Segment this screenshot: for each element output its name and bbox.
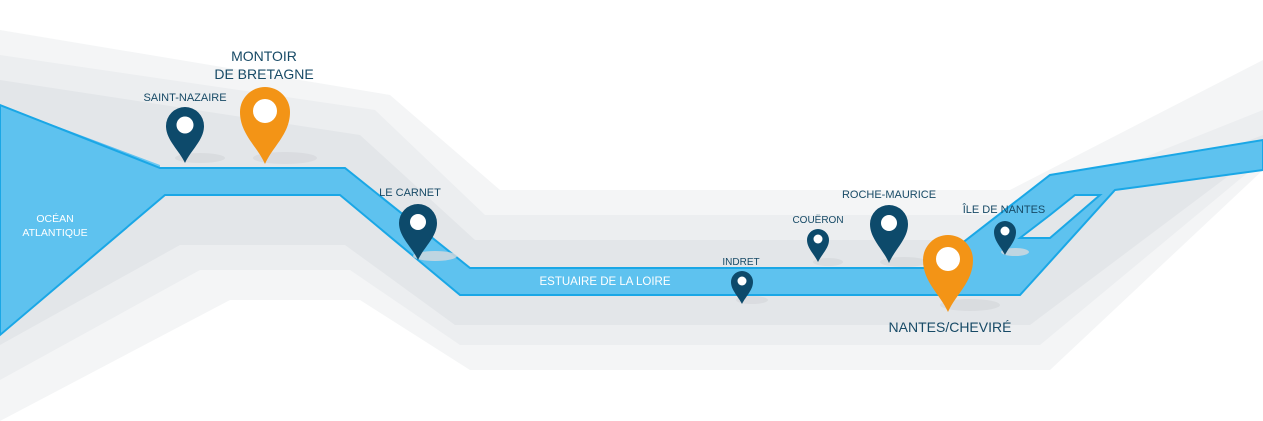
pin-indret[interactable]: [731, 271, 753, 304]
map-pin-icon: [731, 271, 753, 304]
pin-roche-maurice[interactable]: [870, 205, 908, 263]
ocean-label-line1: OCÉAN: [36, 212, 73, 225]
estuary-label: ESTUAIRE DE LA LOIRE: [539, 276, 670, 288]
map-pin-icon: [399, 204, 437, 260]
label-montoir-line1: MONTOIR: [231, 48, 297, 64]
pin-montoir[interactable]: [240, 87, 290, 164]
label-coueron: COUËRON: [792, 214, 843, 226]
ile-de-nantes-island: [1017, 194, 1103, 239]
label-indret: INDRET: [722, 257, 759, 268]
label-roche-maurice: ROCHE-MAURICE: [842, 189, 936, 201]
map-pin-icon: [240, 87, 290, 164]
pin-ile-de-nantes[interactable]: [994, 221, 1016, 255]
pin-coueron[interactable]: [807, 229, 829, 262]
map-pin-icon: [923, 235, 973, 312]
label-nantes-chevire: NANTES/CHEVIRÉ: [889, 319, 1012, 335]
label-saint-nazaire: SAINT-NAZAIRE: [143, 92, 226, 104]
ocean-label-line2: ATLANTIQUE: [22, 227, 87, 239]
pin-le-carnet[interactable]: [399, 204, 437, 260]
pin-saint-nazaire[interactable]: [166, 107, 204, 163]
map-pin-icon: [807, 229, 829, 262]
pin-nantes-chevire[interactable]: [923, 235, 973, 312]
map-pin-icon: [994, 221, 1016, 255]
label-ile-de-nantes: ÎLE DE NANTES: [962, 203, 1046, 216]
map-pin-icon: [870, 205, 908, 263]
map-pin-icon: [166, 107, 204, 163]
label-montoir-line2: DE BRETAGNE: [214, 66, 313, 82]
label-le-carnet: LE CARNET: [379, 187, 441, 199]
